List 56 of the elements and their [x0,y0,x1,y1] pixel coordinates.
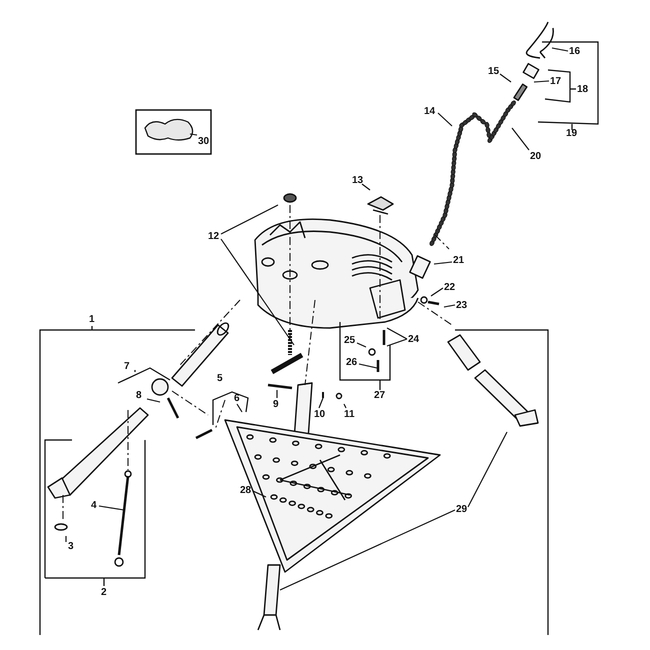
callout-number: 2 [101,587,107,598]
leader-line [444,304,456,308]
callout-number: 6 [234,393,240,404]
leader-line [434,261,452,265]
callout-number: 10 [314,409,326,420]
callout-number: 15 [488,66,500,77]
callout-number: 25 [344,335,356,346]
leader-line [220,238,294,346]
callout-number: 12 [208,231,220,242]
callout-number: 17 [550,76,562,87]
callout-number: 11 [344,409,355,420]
callout-number: 23 [456,300,468,311]
callout-number: 4 [91,500,97,511]
leader-line [276,390,278,398]
callout-number: 16 [569,46,580,57]
leader-line [552,47,568,52]
leader-line [280,510,456,590]
leader-line [356,342,366,348]
callout-number: 9 [273,399,279,410]
callout-number: 5 [217,373,223,384]
callout-number: 1 [89,314,95,325]
leader-line [318,398,324,408]
leader-line [358,363,378,369]
leader-line [252,490,266,498]
leader-line [65,536,67,542]
leader-line [98,505,124,511]
leader-line [534,80,550,83]
callout-number: 13 [352,175,364,186]
leader-line [344,404,346,408]
leader-line [362,184,370,190]
callout-number: 26 [346,357,358,368]
leader-line [500,74,512,82]
callout-number: 24 [408,334,420,345]
callout-number: 14 [424,106,436,117]
callout-number: 20 [530,151,542,162]
callout-number: 29 [456,504,468,515]
callout-number: 30 [198,136,210,147]
leader-line [438,112,452,126]
leader-line [146,398,160,403]
callout-number: 8 [136,390,142,401]
callout-number: 3 [68,541,74,552]
callout-number: 21 [453,255,464,266]
callout-number: 27 [374,390,386,401]
leader-line [220,204,278,234]
callout-number: 19 [566,128,578,139]
leader-line [190,133,198,136]
leader-line [236,404,242,412]
leader-line [386,338,408,347]
callout-number: 7 [124,361,130,372]
callout-number: 22 [444,282,456,293]
callout-number: 28 [240,485,252,496]
leader-line [468,432,508,508]
leader-line [512,128,530,150]
leader-line [430,288,444,296]
callout-number: 18 [577,84,588,95]
leader-line [386,328,408,340]
